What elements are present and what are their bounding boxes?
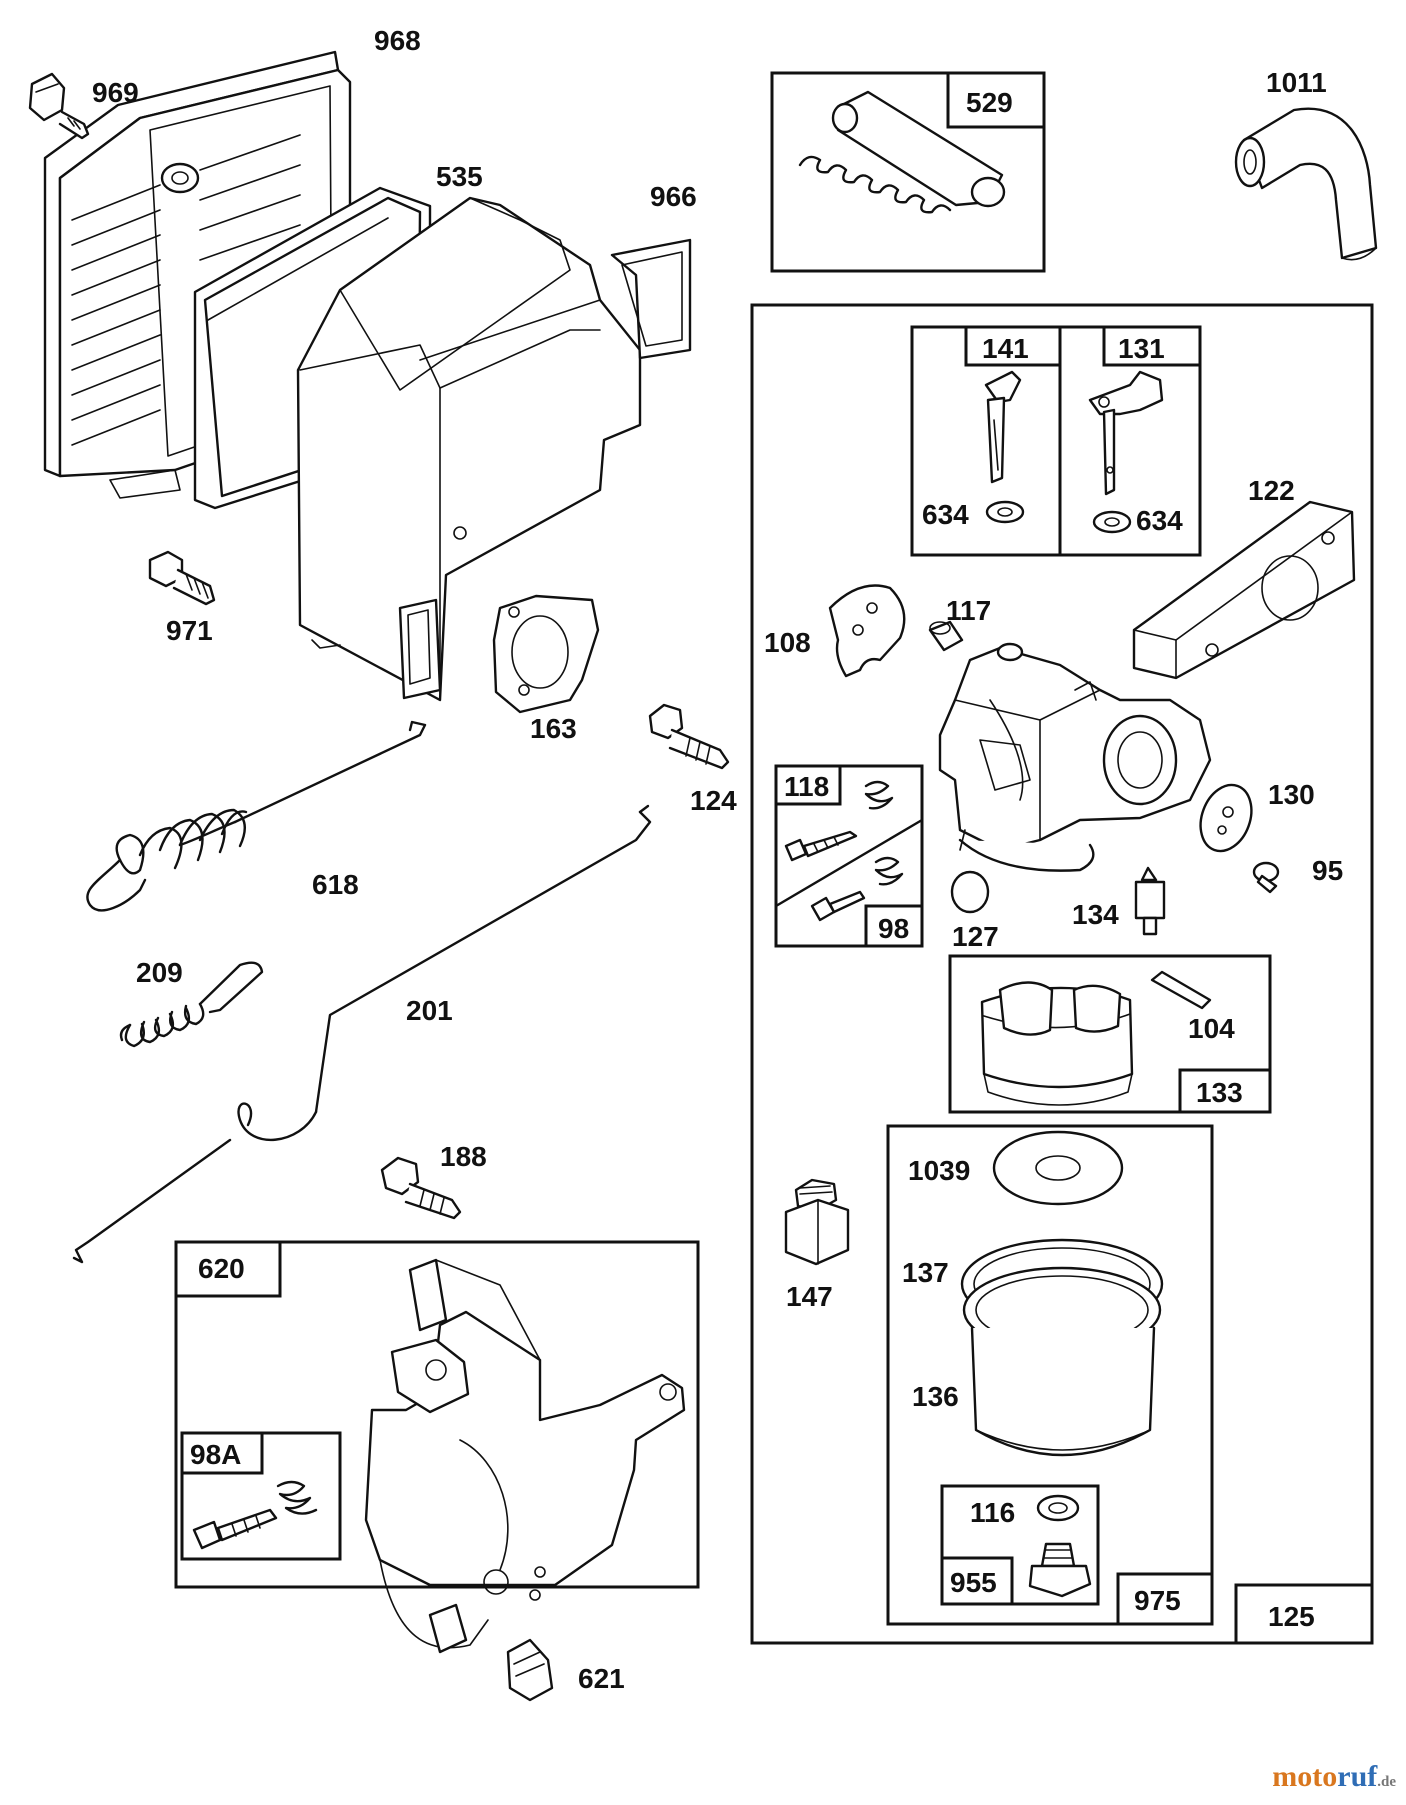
- screw-188: [380, 1156, 462, 1220]
- kit-box-118-98: [774, 764, 924, 948]
- label-969: 969: [92, 77, 139, 108]
- throttle-plate-130: [1199, 783, 1253, 853]
- bowl-gasket-137: [960, 1238, 1164, 1354]
- kit-tag-125: [1234, 1583, 1374, 1645]
- label-966: 966: [650, 181, 697, 212]
- throttle-shaft-141: [984, 370, 1025, 524]
- idle-screw-98: [810, 856, 904, 922]
- kit-box-620: [174, 1240, 700, 1589]
- kit-box-529: [770, 71, 1046, 273]
- label-108: 108: [764, 627, 811, 658]
- kit-tag-131: [1102, 325, 1202, 367]
- label-116: 116: [970, 1497, 1015, 1528]
- gasket-1039: [992, 1130, 1124, 1206]
- label-104: 104: [1188, 1013, 1235, 1044]
- label-117: 117: [946, 595, 991, 626]
- label-125: 125: [1268, 1601, 1315, 1632]
- label-620: 620: [198, 1253, 245, 1284]
- screw-spring-98a: [192, 1480, 318, 1550]
- plate-108: [828, 584, 906, 678]
- kit-box-975: [886, 1124, 1214, 1626]
- gasket-163: [492, 594, 600, 714]
- bolt-124: [648, 703, 730, 770]
- label-209: 209: [136, 957, 183, 988]
- kit-tag-98: [864, 904, 924, 948]
- fitting-147: [784, 1178, 850, 1266]
- label-529: 529: [966, 87, 1013, 118]
- kit-box-125: [750, 303, 1374, 1645]
- label-618: 618: [312, 869, 359, 900]
- kit-tag-620: [174, 1240, 282, 1298]
- label-131: 131: [1118, 333, 1165, 364]
- clip-621: [506, 1638, 554, 1702]
- label-188: 188: [440, 1141, 487, 1172]
- float-133: [980, 981, 1134, 1106]
- label-968: 968: [374, 25, 421, 56]
- knob-screw-969: [28, 72, 90, 140]
- washer-116: [1036, 1494, 1080, 1522]
- label-137: 137: [902, 1257, 949, 1288]
- label-134: 134: [1072, 899, 1119, 930]
- label-127: 127: [952, 921, 999, 952]
- screw-971: [148, 550, 216, 606]
- label-147: 147: [786, 1281, 833, 1312]
- label-971: 971: [166, 615, 213, 646]
- label-118: 118: [784, 771, 829, 802]
- control-bracket-620: [364, 1258, 686, 1654]
- label-98: 98: [878, 913, 909, 944]
- watermark-part2: ruf: [1337, 1760, 1378, 1793]
- label-1039: 1039: [908, 1155, 970, 1186]
- kit-tag-141: [964, 325, 1062, 367]
- label-98a: 98A: [190, 1439, 241, 1470]
- kit-box-133: [948, 954, 1272, 1114]
- label-975: 975: [1134, 1585, 1181, 1616]
- label-133: 133: [1196, 1077, 1243, 1108]
- watermark-logo: motoruf.de: [1272, 1760, 1396, 1794]
- label-1011: 1011: [1266, 67, 1327, 98]
- watermark-suffix: .de: [1377, 1774, 1396, 1790]
- kit-tag-118: [774, 764, 842, 806]
- label-634-b: 634: [1136, 505, 1183, 536]
- elbow-hose-1011: [1234, 107, 1378, 261]
- label-141: 141: [982, 333, 1029, 364]
- label-201: 201: [406, 995, 453, 1026]
- pin-117: [928, 620, 964, 652]
- spring-209: [119, 961, 264, 1048]
- kit-tag-98a: [180, 1431, 264, 1475]
- label-136: 136: [912, 1381, 959, 1412]
- kit-tag-529: [946, 71, 1046, 129]
- label-95: 95: [1312, 855, 1343, 886]
- choke-shaft-131: [1088, 370, 1164, 534]
- hinge-pin-104: [1150, 970, 1212, 1010]
- welch-plug-127: [950, 870, 990, 914]
- label-163: 163: [530, 713, 577, 744]
- bowl-nut-955: [1028, 1542, 1092, 1598]
- label-955: 955: [950, 1567, 997, 1598]
- tube-and-spring-529: [798, 90, 1006, 214]
- air-cleaner-cover-966: [296, 196, 692, 702]
- kit-tag-975: [1116, 1572, 1214, 1626]
- needle-134: [1134, 866, 1166, 936]
- spacer-122: [1132, 500, 1356, 680]
- watermark-part1: moto: [1272, 1760, 1338, 1793]
- kit-tag-955: [940, 1556, 1014, 1606]
- label-621: 621: [578, 1663, 625, 1694]
- float-bowl-136: [970, 1326, 1156, 1457]
- screw-95: [1252, 861, 1280, 894]
- kit-tag-133: [1178, 1068, 1272, 1114]
- label-634-a: 634: [922, 499, 969, 530]
- carburetor-body: [938, 642, 1212, 872]
- kit-box-955: [940, 1484, 1100, 1606]
- label-124: 124: [690, 785, 737, 816]
- label-130: 130: [1268, 779, 1315, 810]
- label-535: 535: [436, 161, 483, 192]
- kit-divider-118-98: [774, 818, 924, 908]
- spring-618: [86, 720, 427, 912]
- label-122: 122: [1248, 475, 1295, 506]
- mixture-screw-118: [784, 780, 894, 862]
- link-rod-201: [72, 804, 652, 1264]
